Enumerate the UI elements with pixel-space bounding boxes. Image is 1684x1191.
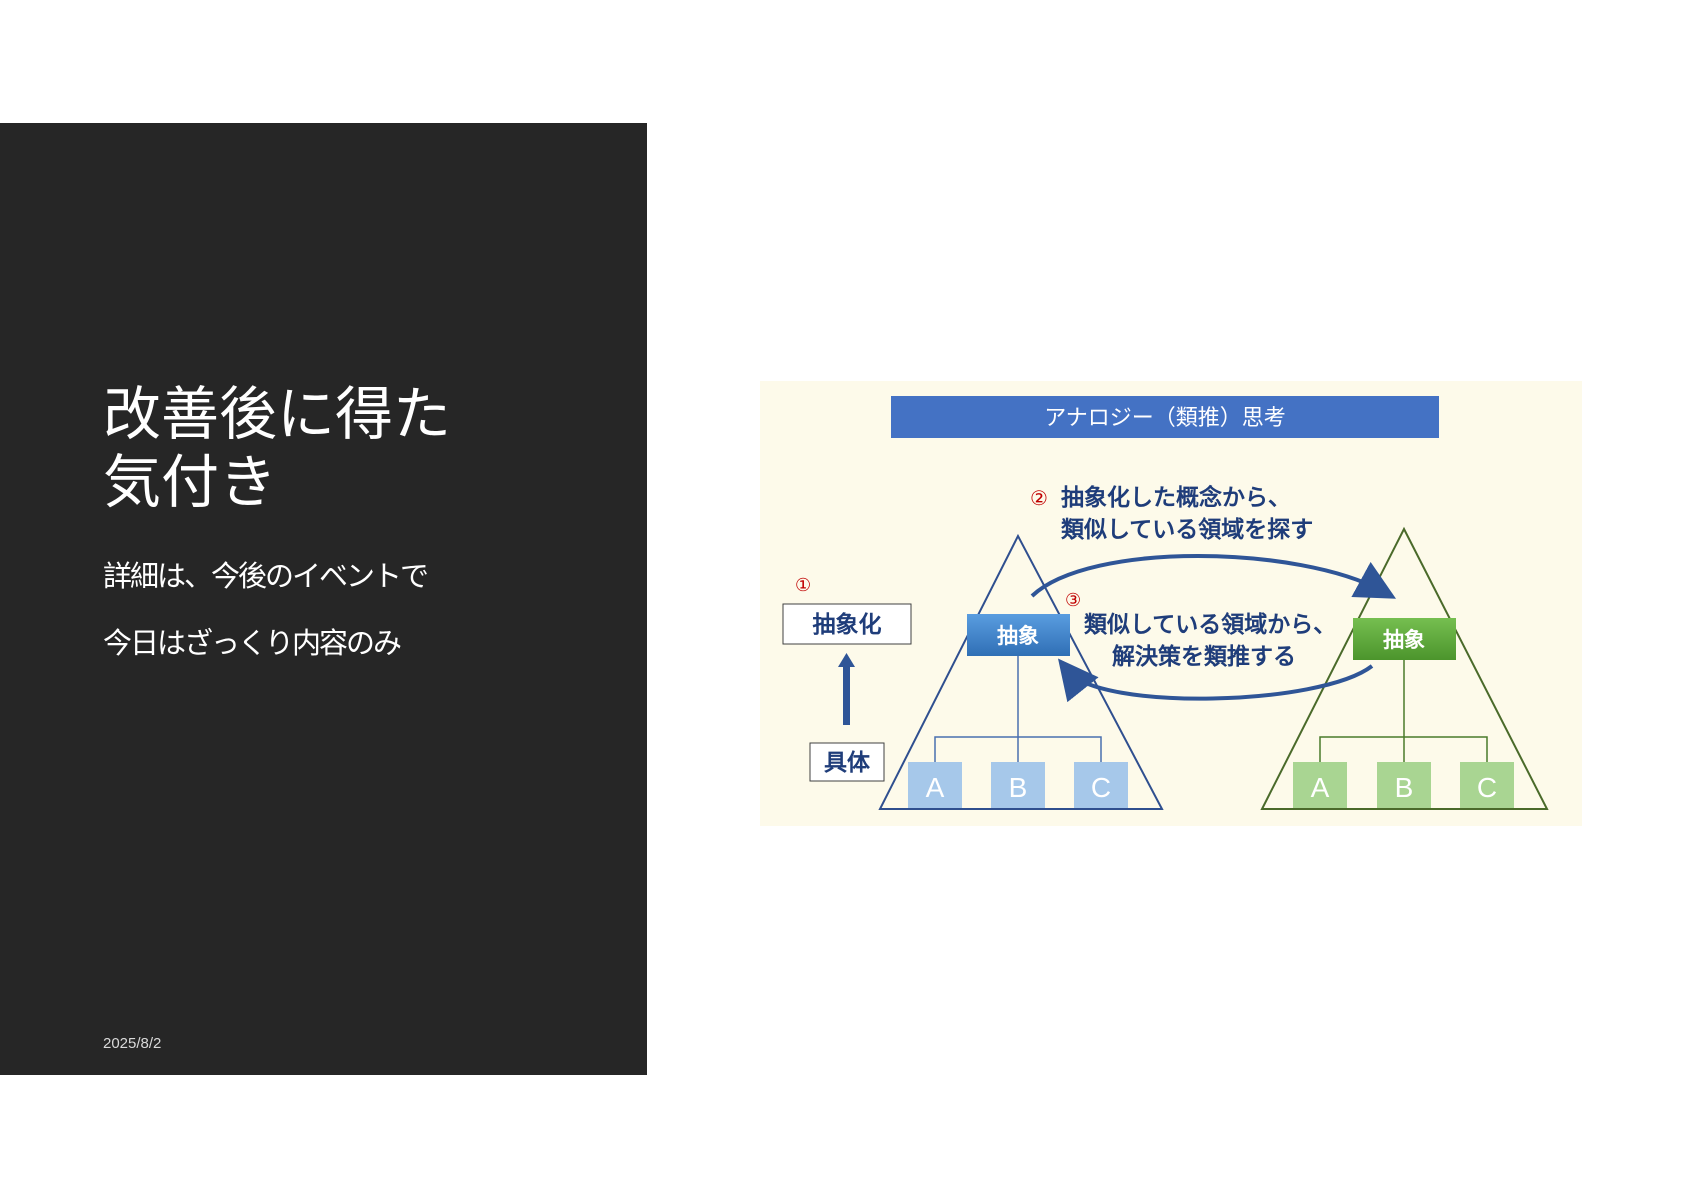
right-triangle: [1260, 526, 1549, 810]
right-leaf-a: [1293, 762, 1347, 808]
right-leaf-b-label: B: [1395, 772, 1414, 803]
right-abstract-node: [1353, 618, 1456, 660]
step3-marker: ③: [1065, 590, 1081, 611]
concrete-box: [809, 742, 885, 782]
left-leaf-a-label: A: [926, 772, 945, 803]
left-leaf-b: [991, 762, 1045, 808]
abstraction-arrow-shaft: [843, 665, 850, 725]
left-leaf-c: [1074, 762, 1128, 808]
slide-date: 2025/8/2: [103, 1035, 162, 1052]
step2-line-2: 類似している領域を探す: [1061, 516, 1313, 543]
left-abstract-label: 抽象: [997, 624, 1039, 648]
diagram-header-text: アナロジー（類推）思考: [1044, 406, 1286, 431]
right-leaf-b: [1377, 762, 1431, 808]
abstraction-arrow-head: [838, 653, 855, 667]
left-leaf-c-label: C: [1091, 772, 1111, 803]
abstraction-label: 抽象化: [813, 611, 882, 638]
step2-marker: ②: [1030, 486, 1048, 510]
left-leaves: A B C: [908, 762, 1128, 808]
step1-marker: ①: [795, 575, 811, 596]
diagram-header-bar: [891, 396, 1439, 438]
analogy-thinking-diagram: アナロジー（類推）思考 抽象 抽象 A B C A: [760, 381, 1582, 826]
step3-line-2: 解決策を類推する: [1112, 643, 1296, 670]
right-leaves: A B C: [1293, 762, 1514, 808]
right-leaf-a-label: A: [1311, 772, 1330, 803]
left-abstract-node: [967, 614, 1070, 656]
arrow-infer-solution: [1057, 658, 1374, 703]
slide-title-line-1: 改善後に得た: [103, 380, 452, 448]
right-tree-branches: [1319, 736, 1488, 779]
concrete-label: 具体: [824, 750, 871, 776]
arrow-search-domain: [1030, 554, 1397, 599]
step3-line-1: 類似している領域から、: [1084, 611, 1336, 638]
subtitle-line-1: 詳細は、今後のイベントで: [103, 559, 429, 593]
subtitle-line-2: 今日はざっくり内容のみ: [103, 626, 402, 660]
abstraction-box: [782, 603, 912, 645]
slide-title: 改善後に得た 気付き: [103, 380, 623, 516]
left-leaf-a: [908, 762, 962, 808]
slide-title-line-2: 気付き: [103, 448, 278, 516]
title-panel: [0, 123, 647, 1075]
step2-line-1: 抽象化した概念から、: [1061, 484, 1291, 511]
left-leaf-b-label: B: [1009, 772, 1028, 803]
right-leaf-c: [1460, 762, 1514, 808]
diagram-canvas: アナロジー（類推）思考 抽象 抽象 A B C A: [782, 396, 1549, 810]
left-tree-branches: [934, 736, 1102, 779]
right-abstract-label: 抽象: [1383, 628, 1425, 652]
right-leaf-c-label: C: [1477, 772, 1497, 803]
